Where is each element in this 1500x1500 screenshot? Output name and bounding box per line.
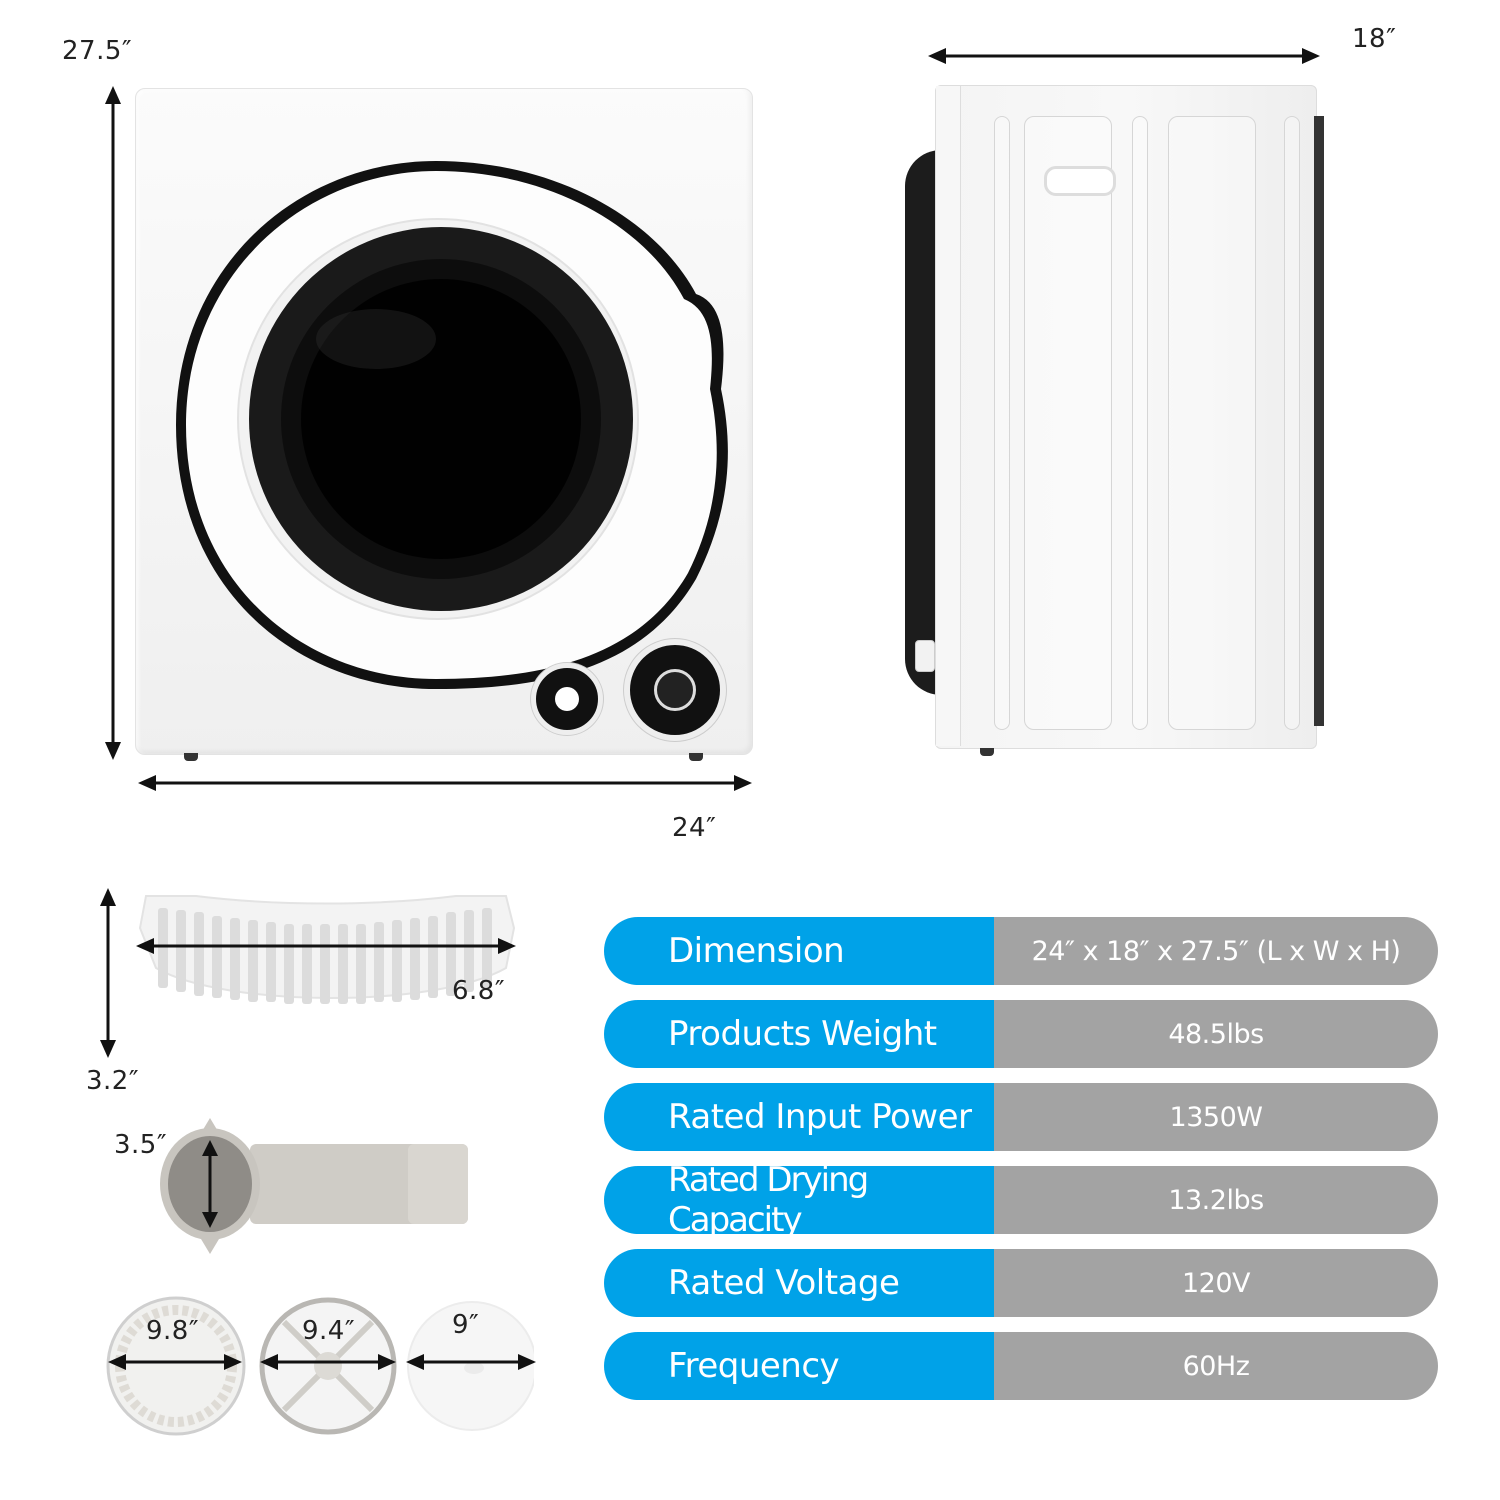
filter-2-diameter-label: 9.4″ — [302, 1316, 356, 1346]
spec-value: 48.5lbs — [994, 1000, 1438, 1068]
lint-filter-height-label: 3.2″ — [86, 1066, 140, 1096]
spec-value: 120V — [994, 1249, 1438, 1317]
foot — [689, 753, 703, 761]
handle-grip — [1044, 166, 1116, 196]
start-button[interactable] — [531, 663, 603, 735]
spec-label: Rated Drying Capacity — [604, 1166, 994, 1234]
spec-label: Rated Voltage — [604, 1249, 994, 1317]
spec-row-voltage: Rated Voltage 120V — [604, 1249, 1438, 1317]
program-dial[interactable] — [624, 639, 726, 741]
vent-diameter-label: 3.5″ — [114, 1130, 168, 1160]
depth-dimension-label: 18″ — [1352, 24, 1397, 54]
depth-arrow-icon — [928, 48, 1320, 64]
height-arrow-icon — [105, 86, 121, 760]
filter-round-mesh-icon — [259, 1297, 397, 1435]
spec-row-input-power: Rated Input Power 1350W — [604, 1083, 1438, 1151]
vent-adapter-icon — [160, 1118, 468, 1254]
width-dimension-label: 24″ — [672, 813, 717, 843]
spec-value: 13.2lbs — [994, 1166, 1438, 1234]
width-arrow-icon — [138, 775, 752, 791]
filter-3-diameter-label: 9″ — [452, 1310, 480, 1340]
spec-row-drying-capacity: Rated Drying Capacity 13.2lbs — [604, 1166, 1438, 1234]
dryer-side-view — [935, 85, 1324, 749]
spec-value: 60Hz — [994, 1332, 1438, 1400]
lint-filter-icon — [136, 895, 516, 1004]
dryer-door-icon — [176, 161, 728, 689]
dryer-front-view — [135, 88, 753, 761]
spec-label: Frequency — [604, 1332, 994, 1400]
lint-filter-width-label: 6.8″ — [452, 976, 506, 1006]
spec-value: 1350W — [994, 1083, 1438, 1151]
spec-label: Dimension — [604, 917, 994, 985]
spec-row-frequency: Frequency 60Hz — [604, 1332, 1438, 1400]
foot — [184, 753, 198, 761]
spec-row-dimension: Dimension 24″ x 18″ x 27.5″ (L x W x H) — [604, 917, 1438, 985]
spec-value: 24″ x 18″ x 27.5″ (L x W x H) — [994, 917, 1438, 985]
side-knob — [915, 640, 935, 672]
filter-1-diameter-label: 9.8″ — [146, 1316, 200, 1346]
spec-row-weight: Products Weight 48.5lbs — [604, 1000, 1438, 1068]
filter-foam-pad-icon — [407, 1301, 534, 1431]
height-dimension-label: 27.5″ — [62, 36, 133, 66]
lint-filter-height-arrow-icon — [100, 888, 116, 1058]
spec-label: Rated Input Power — [604, 1083, 994, 1151]
spec-label: Products Weight — [604, 1000, 994, 1068]
foot — [980, 748, 994, 756]
filter-diameter-arrows-icon — [108, 1354, 536, 1370]
